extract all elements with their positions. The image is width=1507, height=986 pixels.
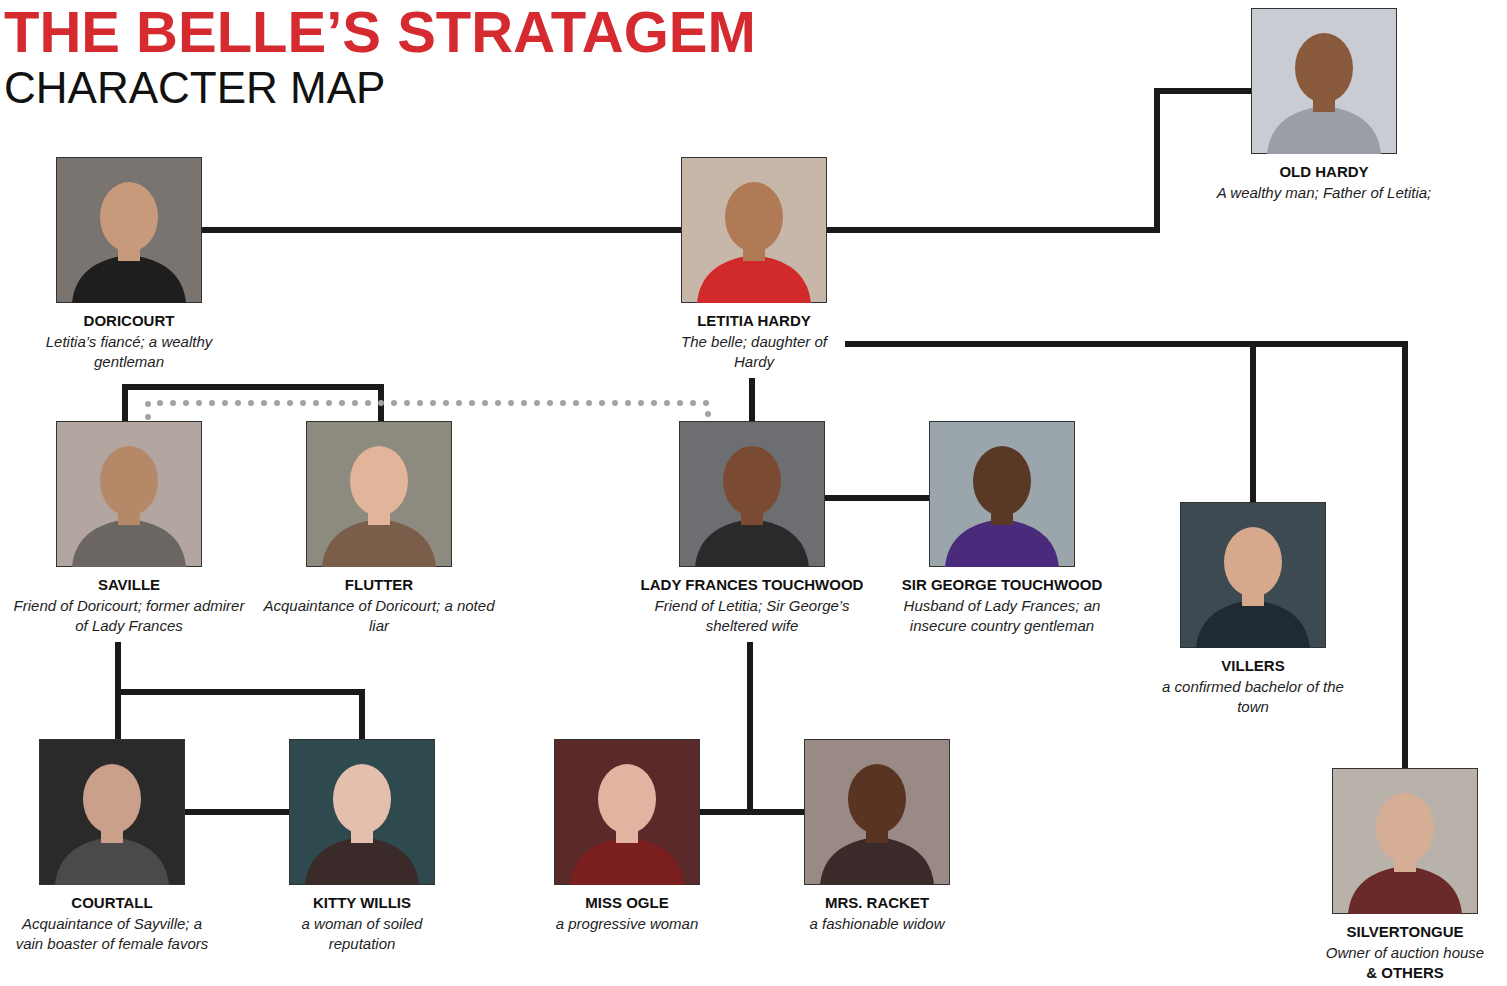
character-name: SIR GEORGE TOUCHWOOD <box>892 575 1112 594</box>
character-description: a progressive woman <box>532 914 722 934</box>
character-name: MRS. RACKET <box>782 893 972 912</box>
relation-line <box>202 227 681 233</box>
character-description: Letitia’s fiancé; a wealthy gentleman <box>29 332 229 372</box>
character-name: VILLERS <box>1153 656 1353 675</box>
portrait-photo <box>1251 8 1397 154</box>
portrait-photo <box>681 157 827 303</box>
character-card: SIR GEORGE TOUCHWOOD Husband of Lady Fran… <box>892 421 1112 636</box>
relation-line <box>750 642 804 812</box>
relation-line <box>749 378 755 421</box>
portrait-photo <box>679 421 825 567</box>
relation-line <box>185 809 289 815</box>
character-card: SILVERTONGUE Owner of auction house& OTHE… <box>1310 768 1500 983</box>
character-name: MISS OGLE <box>532 893 722 912</box>
character-card: COURTALL Acquaintance of Sayville; a vain… <box>7 739 217 954</box>
relation-line <box>825 495 929 501</box>
character-description: A wealthy man; Father of Letitia; <box>1209 183 1439 203</box>
title: THE BELLE’S STRATAGEM <box>4 2 756 62</box>
character-description: Owner of auction house <box>1310 943 1500 963</box>
character-card: VILLERS a confirmed bachelor of the town <box>1153 502 1353 717</box>
relation-line <box>118 642 362 739</box>
character-description: The belle; daughter of Hardy <box>669 332 839 372</box>
portrait-photo <box>56 421 202 567</box>
character-name: KITTY WILLIS <box>277 893 447 912</box>
portrait-photo <box>306 421 452 567</box>
character-name: OLD HARDY <box>1209 162 1439 181</box>
character-name: FLUTTER <box>259 575 499 594</box>
portrait-photo <box>39 739 185 885</box>
dotted-connector <box>148 403 708 417</box>
character-name: DORICOURT <box>29 311 229 330</box>
character-description: a fashionable widow <box>782 914 972 934</box>
character-description: Acquaintance of Sayville; a vain boaster… <box>7 914 217 954</box>
portrait-photo <box>929 421 1075 567</box>
portrait-photo <box>804 739 950 885</box>
character-description: Friend of Doricourt; former admirer of L… <box>9 596 249 636</box>
character-card: OLD HARDY A wealthy man; Father of Letiti… <box>1209 8 1439 203</box>
portrait-photo <box>56 157 202 303</box>
character-card: KITTY WILLIS a woman of soiled reputation <box>277 739 447 954</box>
character-name: COURTALL <box>7 893 217 912</box>
portrait-photo <box>1332 768 1478 914</box>
character-description: Acquaintance of Doricourt; a noted liar <box>259 596 499 636</box>
character-card: MRS. RACKET a fashionable widow <box>782 739 972 934</box>
character-name: LADY FRANCES TOUCHWOOD <box>627 575 877 594</box>
character-card: LADY FRANCES TOUCHWOOD Friend of Letitia;… <box>627 421 877 636</box>
character-card: LETITIA HARDY The belle; daughter of Hard… <box>669 157 839 372</box>
character-name: SAVILLE <box>9 575 249 594</box>
character-card: SAVILLE Friend of Doricourt; former admir… <box>9 421 249 636</box>
character-description: Husband of Lady Frances; an insecure cou… <box>892 596 1112 636</box>
character-card: FLUTTER Acquaintance of Doricourt; a note… <box>259 421 499 636</box>
portrait-photo <box>554 739 700 885</box>
character-description: & OTHERS <box>1310 963 1500 983</box>
character-description: Friend of Letitia; Sir George’s sheltere… <box>627 596 877 636</box>
character-description: a confirmed bachelor of the town <box>1153 677 1353 717</box>
character-description: a woman of soiled reputation <box>277 914 447 954</box>
character-name: LETITIA HARDY <box>669 311 839 330</box>
relation-line <box>700 642 750 812</box>
relation-line <box>700 809 804 815</box>
portrait-photo <box>1180 502 1326 648</box>
character-name: SILVERTONGUE <box>1310 922 1500 941</box>
relation-line <box>845 344 1405 768</box>
character-card: MISS OGLE a progressive woman <box>532 739 722 934</box>
portrait-photo <box>289 739 435 885</box>
subtitle: CHARACTER MAP <box>4 64 385 112</box>
character-card: DORICOURT Letitia’s fiancé; a wealthy gen… <box>29 157 229 372</box>
relation-line <box>827 91 1251 230</box>
